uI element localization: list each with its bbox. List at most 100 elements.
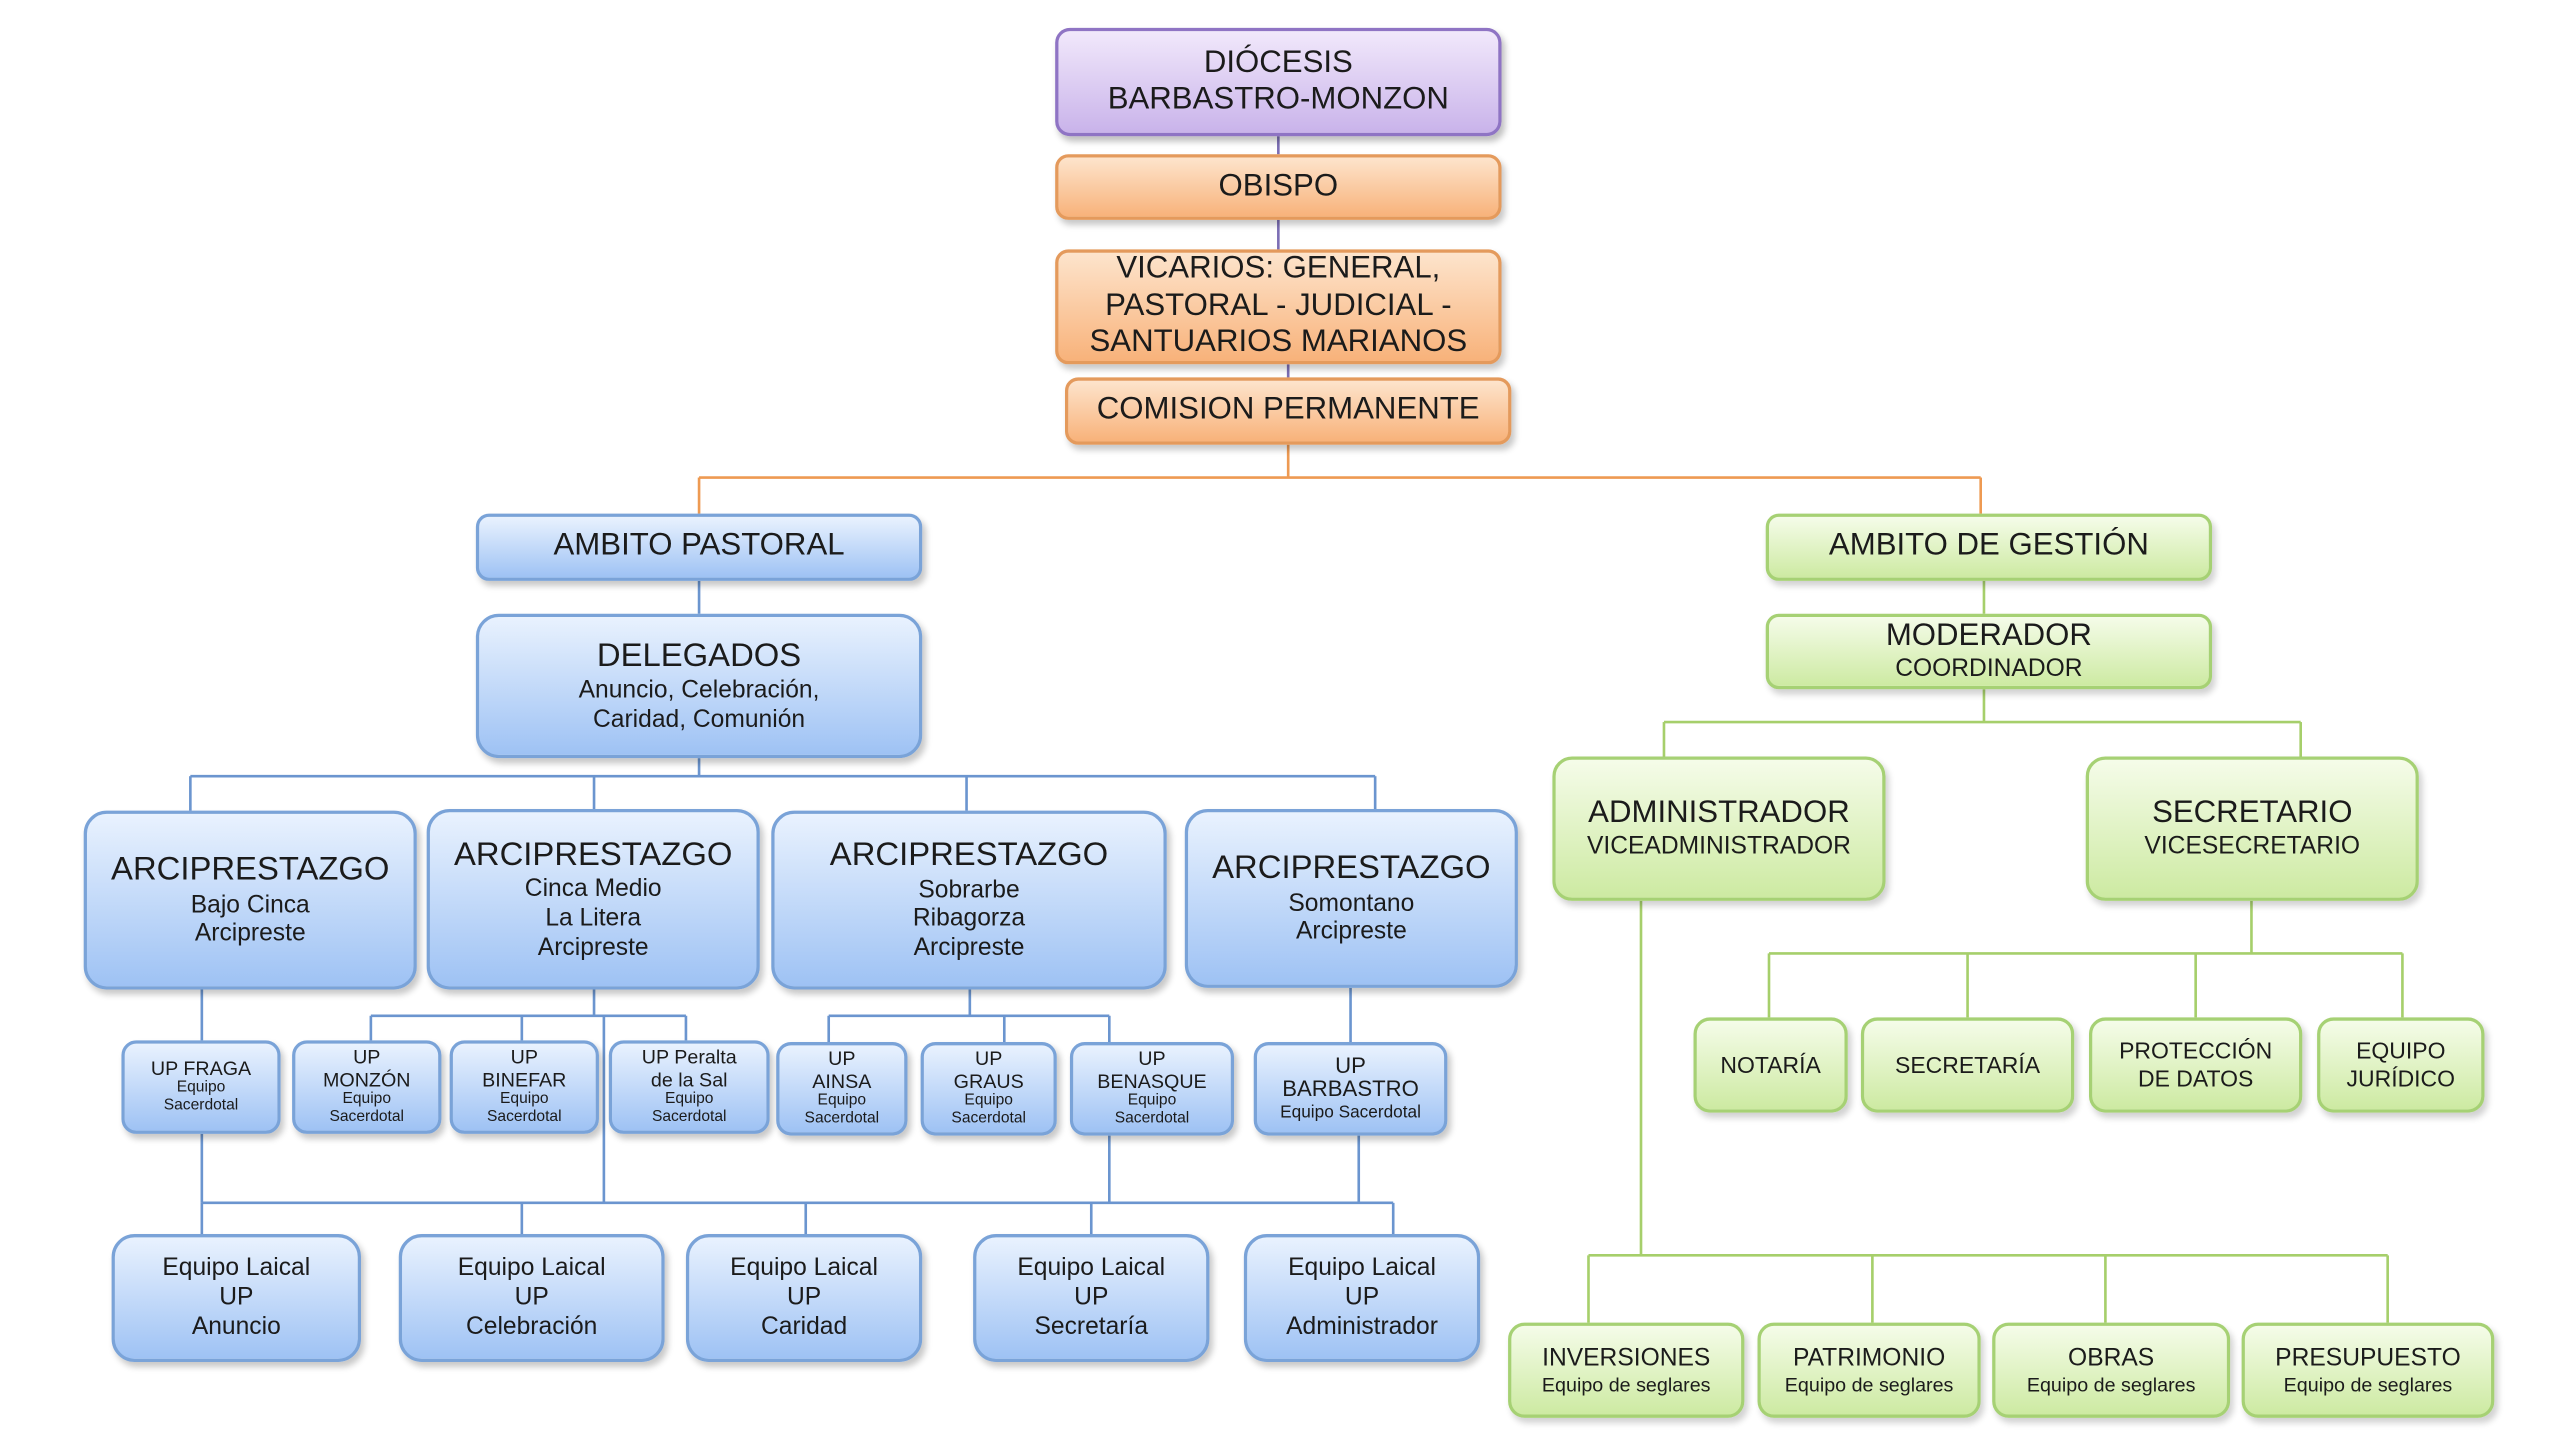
moderador-box: MODERADOR COORDINADOR	[1765, 613, 2213, 690]
equipo-laical-caridad: Equipo Laical UP Caridad	[685, 1234, 923, 1363]
up-name: BINEFAR	[482, 1067, 567, 1091]
equipo-laical-anuncio: Equipo Laical UP Anuncio	[111, 1234, 362, 1363]
inversiones-box: INVERSIONES Equipo de seglares	[1508, 1322, 1745, 1418]
arciprestazgo-line: Cinca Medio	[524, 875, 662, 903]
equipo-laical-line: UP	[1074, 1283, 1109, 1312]
up-benasque: UP BENASQUE Equipo Sacerdotal	[1069, 1042, 1235, 1136]
up-sub: Equipo	[342, 1089, 392, 1108]
up-name: BENASQUE	[1097, 1069, 1207, 1093]
up-sub: Sacerdotal	[951, 1108, 1026, 1127]
arciprestazgo-somontano: ARCIPRESTAZGO Somontano Arcipreste	[1184, 809, 1518, 988]
arciprestazgo-title: ARCIPRESTAZGO	[1212, 850, 1491, 887]
obispo-box: OBISPO	[1055, 154, 1502, 220]
presupuesto-box: PRESUPUESTO Equipo de seglares	[2241, 1322, 2495, 1418]
administrador-sub: VICEADMINISTRADOR	[1586, 832, 1851, 861]
delegados-box: DELEGADOS Anuncio, Celebración, Caridad,…	[475, 613, 923, 759]
administrador-box: ADMINISTRADOR VICEADMINISTRADOR	[1552, 756, 1886, 901]
up-binefar: UP BINEFAR Equipo Sacerdotal	[449, 1040, 599, 1134]
up-sub: Sacerdotal	[329, 1107, 405, 1126]
up-name: GRAUS	[953, 1069, 1024, 1093]
arciprestazgo-line: Ribagorza	[912, 904, 1026, 933]
equipo-laical-line: UP	[786, 1283, 822, 1312]
notaria-label: NOTARÍA	[1720, 1051, 1821, 1078]
vicarios-line-2: PASTORAL - JUDICIAL -	[1105, 288, 1452, 323]
obras-title: OBRAS	[2068, 1344, 2155, 1373]
connector-pastoral	[189, 580, 1395, 1235]
equipo-laical-secretaria: Equipo Laical UP Secretaría	[973, 1234, 1210, 1363]
up-name: UP	[353, 1045, 381, 1069]
up-peralta: UP Peralta de la Sal Equipo Sacerdotal	[608, 1040, 770, 1134]
up-sub: Sacerdotal	[804, 1108, 880, 1127]
arciprestazgo-cinca-medio: ARCIPRESTAZGO Cinca Medio La Litera Arci…	[426, 809, 760, 990]
diocesis-line-1: DIÓCESIS	[1203, 45, 1353, 80]
patrimonio-title: PATRIMONIO	[1792, 1344, 1946, 1373]
secretaria-box: SECRETARÍA	[1860, 1017, 2075, 1113]
arciprestazgo-line: Bajo Cinca	[190, 890, 310, 919]
up-monzon: UP MONZÓN Equipo Sacerdotal	[292, 1040, 442, 1134]
arciprestazgo-line: Sobrarbe	[918, 875, 1020, 904]
obras-sub: Equipo de seglares	[2026, 1373, 2196, 1397]
equipo-juridico-box: EQUIPO JURÍDICO	[2317, 1017, 2485, 1113]
up-sub: Equipo	[500, 1089, 549, 1108]
up-name: AINSA	[812, 1069, 872, 1093]
arciprestazgo-title: ARCIPRESTAZGO	[829, 837, 1109, 874]
arciprestazgo-title: ARCIPRESTAZGO	[111, 851, 390, 888]
up-name: UP	[1335, 1052, 1366, 1078]
moderador-title: MODERADOR	[1885, 618, 2092, 654]
equipo-laical-line: Anuncio	[191, 1312, 281, 1341]
delegados-line-1: Anuncio, Celebración,	[578, 676, 820, 705]
equipo-laical-line: Equipo Laical	[1017, 1254, 1166, 1283]
comision-box: COMISION PERMANENTE	[1065, 377, 1512, 445]
administrador-title: ADMINISTRADOR	[1588, 795, 1850, 831]
equipo-laical-line: Equipo Laical	[457, 1254, 606, 1283]
ambito-gestion-box: AMBITO DE GESTIÓN	[1765, 513, 2213, 581]
obras-box: OBRAS Equipo de seglares	[1992, 1322, 2231, 1418]
ambito-pastoral-label: AMBITO PASTORAL	[553, 528, 845, 564]
ambito-pastoral-box: AMBITO PASTORAL	[475, 513, 923, 581]
up-name: UP Peralta	[641, 1045, 737, 1069]
connector-top	[1277, 136, 1290, 378]
secretaria-label: SECRETARÍA	[1894, 1051, 2041, 1078]
up-name: UP	[510, 1045, 538, 1069]
arciprestazgo-line: La Litera	[545, 904, 642, 933]
obispo-label: OBISPO	[1218, 168, 1339, 204]
inversiones-title: INVERSIONES	[1542, 1344, 1711, 1373]
patrimonio-sub: Equipo de seglares	[1784, 1373, 1954, 1397]
connector-orange	[697, 444, 1982, 514]
connector-gestion	[1587, 580, 2404, 1323]
arciprestazgo-line: Arcipreste	[194, 919, 306, 948]
equipo-laical-line: Caridad	[760, 1312, 848, 1341]
diocesis-box: DIÓCESIS BARBASTRO-MONZON	[1055, 27, 1502, 137]
equipo-laical-line: Celebración	[465, 1312, 598, 1341]
up-sub: Sacerdotal	[651, 1107, 727, 1126]
arciprestazgo-line: Somontano	[1288, 888, 1415, 917]
up-name: de la Sal	[650, 1067, 728, 1091]
comision-label: COMISION PERMANENTE	[1096, 392, 1480, 428]
equipo-laical-line: Equipo Laical	[162, 1254, 311, 1283]
equipo-laical-line: UP	[1344, 1283, 1380, 1312]
up-ainsa: UP AINSA Equipo Sacerdotal	[776, 1042, 908, 1136]
up-name: MONZÓN	[322, 1067, 411, 1091]
equipo-laical-line: Equipo Laical	[1288, 1254, 1436, 1283]
up-name: BARBASTRO	[1282, 1077, 1419, 1102]
proteccion-line: PROTECCIÓN	[2119, 1037, 2273, 1065]
up-fraga: UP FRAGA Equipo Sacerdotal	[121, 1040, 281, 1134]
presupuesto-sub: Equipo de seglares	[2283, 1373, 2453, 1397]
up-sub: Equipo	[664, 1089, 714, 1108]
secretario-sub: VICESECRETARIO	[2144, 832, 2361, 861]
patrimonio-box: PATRIMONIO Equipo de seglares	[1757, 1322, 1981, 1418]
up-sub: Sacerdotal	[163, 1096, 239, 1115]
equipo-laical-administrador: Equipo Laical UP Administrador	[1243, 1234, 1481, 1363]
up-barbastro: UP BARBASTRO Equipo Sacerdotal	[1253, 1042, 1448, 1136]
equipo-laical-line: Secretaría	[1034, 1312, 1149, 1341]
up-sub: Sacerdotal	[487, 1107, 562, 1126]
up-name: UP	[828, 1047, 856, 1071]
up-graus: UP GRAUS Equipo Sacerdotal	[920, 1042, 1057, 1136]
equipo-laical-line: UP	[514, 1283, 549, 1312]
juridico-line: JURÍDICO	[2346, 1065, 2456, 1092]
inversiones-sub: Equipo de seglares	[1541, 1373, 1711, 1397]
vicarios-box: VICARIOS: GENERAL, PASTORAL - JUDICIAL -…	[1055, 249, 1502, 365]
diocesis-line-2: BARBASTRO-MONZON	[1107, 82, 1449, 117]
